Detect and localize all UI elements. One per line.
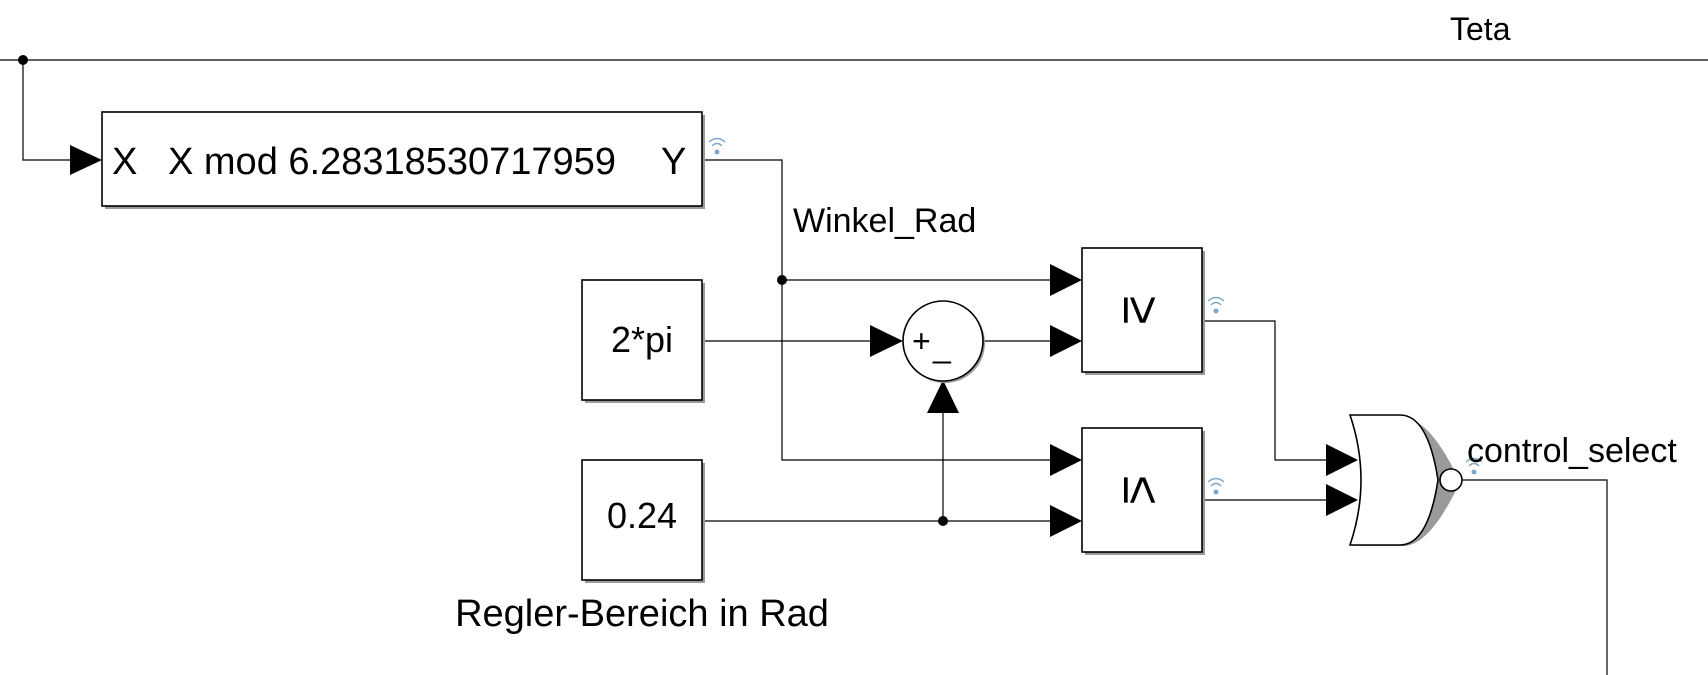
nor-gate-block[interactable]	[1348, 414, 1463, 546]
mod-block[interactable]	[101, 111, 705, 209]
constant-024-block[interactable]	[581, 459, 705, 583]
nor-input1-arrow	[1326, 444, 1358, 476]
control-select-wire[interactable]	[1462, 479, 1608, 675]
signal-logging-icon[interactable]	[1207, 296, 1225, 314]
nor-inversion-bubble	[1439, 468, 1463, 492]
signal-logging-icon[interactable]	[708, 137, 726, 155]
ge-input2-arrow	[1050, 325, 1082, 357]
sum-plus-sign: +	[912, 323, 931, 359]
mod-input-port-label: X	[112, 141, 137, 183]
winkel-rad-wire[interactable]	[703, 159, 1055, 461]
sum-input2-arrow	[927, 380, 959, 413]
constant-2pi-value: 2*pi	[611, 319, 673, 360]
winkel-rad-signal-label[interactable]: Winkel_Rad	[793, 202, 976, 240]
ge-to-nor-wire[interactable]	[1203, 320, 1330, 461]
mod-input-arrow	[70, 145, 102, 175]
constant-024-caption: Regler-Bereich in Rad	[455, 593, 829, 635]
teta-to-mod-wire[interactable]	[22, 60, 72, 161]
mod-expression-label: X mod 6.28318530717959	[168, 141, 616, 183]
signal-logging-icon[interactable]	[1465, 457, 1483, 475]
nor-input2-arrow	[1326, 484, 1358, 516]
compare-le-operator: ≤	[1112, 476, 1170, 505]
constant-2pi-block[interactable]	[581, 279, 705, 403]
compare-le-block[interactable]	[1081, 427, 1205, 555]
mod-output-port-label: Y	[661, 141, 686, 183]
control-select-signal-label[interactable]: control_select	[1467, 432, 1677, 470]
sum-block[interactable]	[902, 300, 985, 383]
sum-minus-sign: _	[932, 328, 952, 364]
le-input1-arrow	[1050, 444, 1082, 476]
signal-logging-icon[interactable]	[1207, 477, 1225, 495]
constant-024-value: 0.24	[607, 495, 677, 536]
compare-ge-operator: ≥	[1112, 296, 1170, 325]
le-input2-arrow	[1050, 505, 1082, 537]
compare-ge-block[interactable]	[1081, 247, 1205, 375]
sum-input1-arrow	[870, 325, 903, 357]
ge-input1-arrow	[1050, 264, 1082, 296]
teta-signal-label[interactable]: Teta	[1450, 11, 1511, 47]
